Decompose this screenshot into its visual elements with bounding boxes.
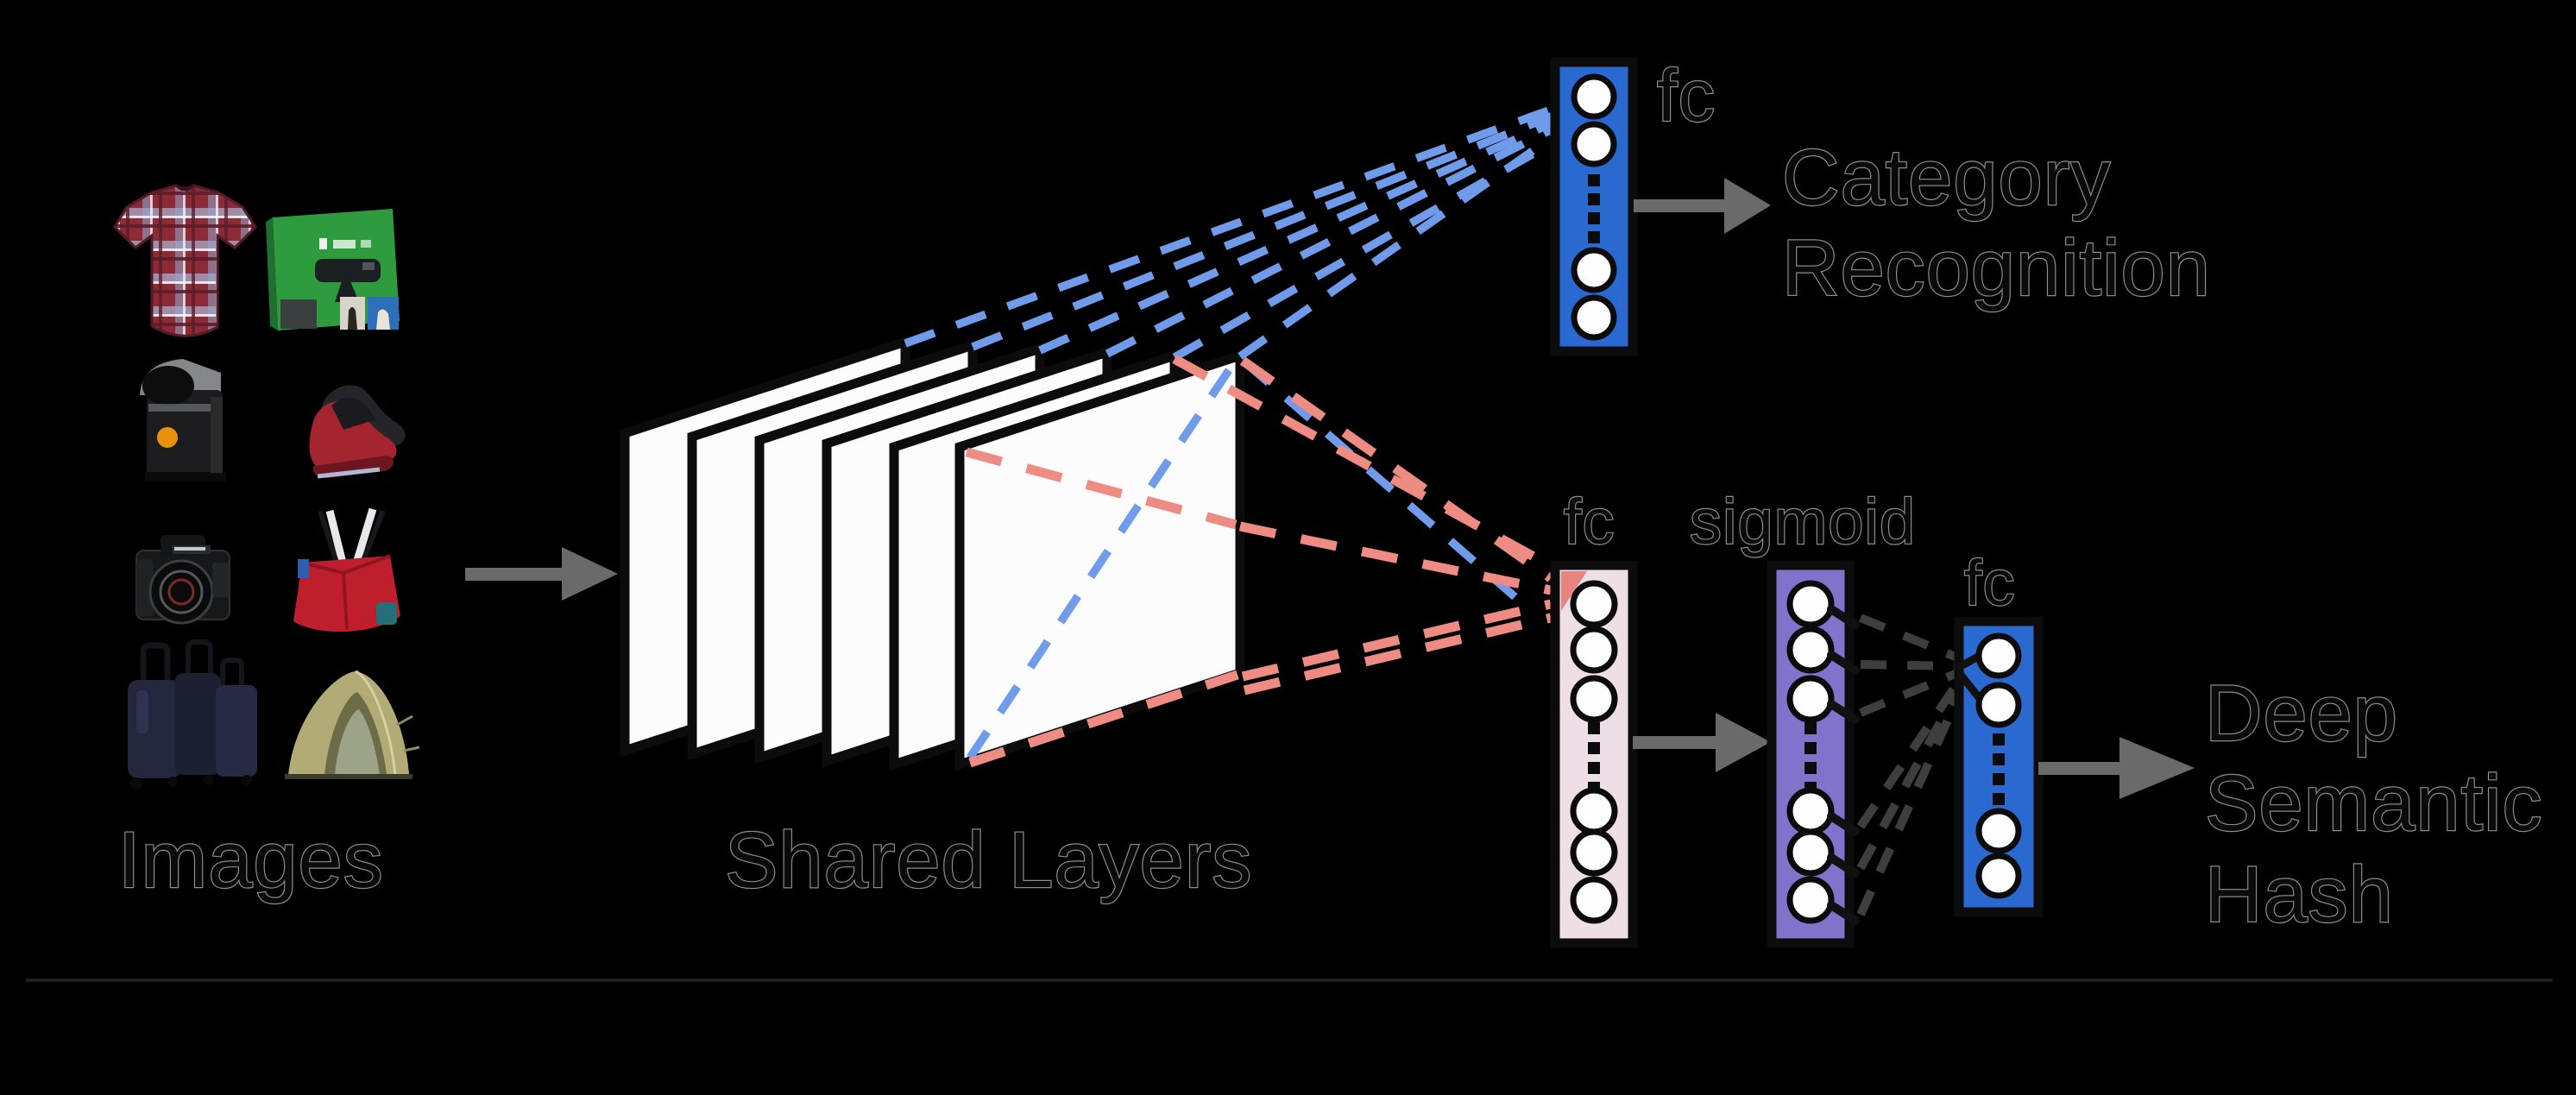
ellipsis-dot [1588, 722, 1600, 734]
neuron-node [1571, 247, 1617, 293]
fc-layer-hash-2 [1954, 616, 2044, 917]
fc-label-hash-1: fc [1564, 486, 1616, 557]
fc-layer-category [1550, 57, 1638, 356]
neuron-node [1571, 121, 1617, 167]
box-photo-strip [280, 299, 317, 329]
product-image-red-handbag [293, 507, 400, 632]
fc-label-category: fc [1657, 55, 1716, 137]
sigmoid-node-tails [1827, 605, 1860, 925]
neuron-node [1786, 580, 1835, 628]
sigmoid-to-fc-dash-connections [1856, 614, 1962, 917]
neuron-node [1786, 787, 1835, 835]
ellipsis-dot [1804, 742, 1817, 754]
shared-layers-label: Shared Layers [725, 816, 1252, 904]
neuron-node [1570, 675, 1618, 723]
neuron-node [1786, 876, 1835, 924]
images-label: Images [118, 816, 384, 904]
ellipsis-dot [1588, 762, 1600, 774]
neuron-node [1570, 626, 1618, 674]
shared-layers-stack [620, 335, 1245, 771]
product-image-plaid-shirt [113, 184, 257, 337]
ellipsis-dot [1993, 753, 2005, 765]
neuron-node [1571, 294, 1617, 341]
neuron-node [1786, 828, 1835, 877]
ellipsis-dot [1804, 722, 1817, 734]
neuron-node [1786, 675, 1835, 723]
ellipsis-dot [1588, 174, 1600, 186]
hash-output-line3: Hash [2205, 851, 2394, 939]
ellipsis-dot [1993, 793, 2005, 805]
sigmoid-layer [1767, 560, 1860, 948]
dash-line-face-diagonal-red [965, 447, 1238, 530]
product-image-coffee-machine [140, 359, 226, 481]
dash-line-face-diagonal-blue [967, 360, 1238, 760]
box-logo-mark [319, 238, 327, 249]
hash-output-line1: Deep [2205, 670, 2398, 758]
neuron-node [1570, 580, 1618, 628]
bag-strap [325, 509, 348, 568]
bag-accent [376, 602, 397, 625]
hash-output-line2: Semantic [2205, 759, 2543, 847]
sigmoid-label: sigmoid [1690, 486, 1916, 557]
ellipsis-dot [1588, 742, 1600, 754]
product-image-game-console-box [266, 209, 400, 330]
category-dash-connections [904, 104, 1556, 760]
product-image-grid [113, 184, 420, 790]
machine-button [157, 427, 178, 448]
ellipsis-dot [1993, 773, 2005, 785]
ellipsis-dot [1588, 231, 1600, 243]
fc-label-hash-2: fc [1964, 547, 2016, 619]
ellipsis-dot [1804, 762, 1817, 774]
arrow-fc-to-category [1634, 178, 1771, 234]
neuron-node [1570, 876, 1618, 924]
neuron-node [1571, 73, 1617, 120]
category-output-line2: Recognition [1782, 224, 2211, 312]
neuron-node [1975, 632, 2022, 679]
neuron-node [1786, 626, 1835, 674]
fc-layer-hash-1 [1550, 560, 1638, 948]
arrow-images-to-layers [465, 547, 618, 601]
tent-guy-lines [396, 714, 420, 752]
neuron-node [1975, 853, 2022, 899]
product-image-luggage-set [128, 639, 257, 790]
product-image-camping-tent [285, 670, 420, 779]
neuron-node [1570, 787, 1618, 835]
category-output-line1: Category [1782, 134, 2111, 222]
ellipsis-dot [1993, 733, 2005, 746]
ellipsis-dot [1588, 193, 1600, 205]
neuron-node [1975, 682, 2022, 728]
hash-dash-connections [965, 355, 1554, 768]
product-image-dslr-camera [135, 535, 230, 625]
neuron-node [1570, 828, 1618, 877]
product-image-red-sneakers [309, 385, 406, 479]
arrow-fc-to-hash-output [2038, 737, 2195, 799]
neuron-node [1975, 808, 2022, 854]
ellipsis-dot [1588, 212, 1600, 224]
arrow-fc-to-sigmoid [1633, 713, 1771, 772]
